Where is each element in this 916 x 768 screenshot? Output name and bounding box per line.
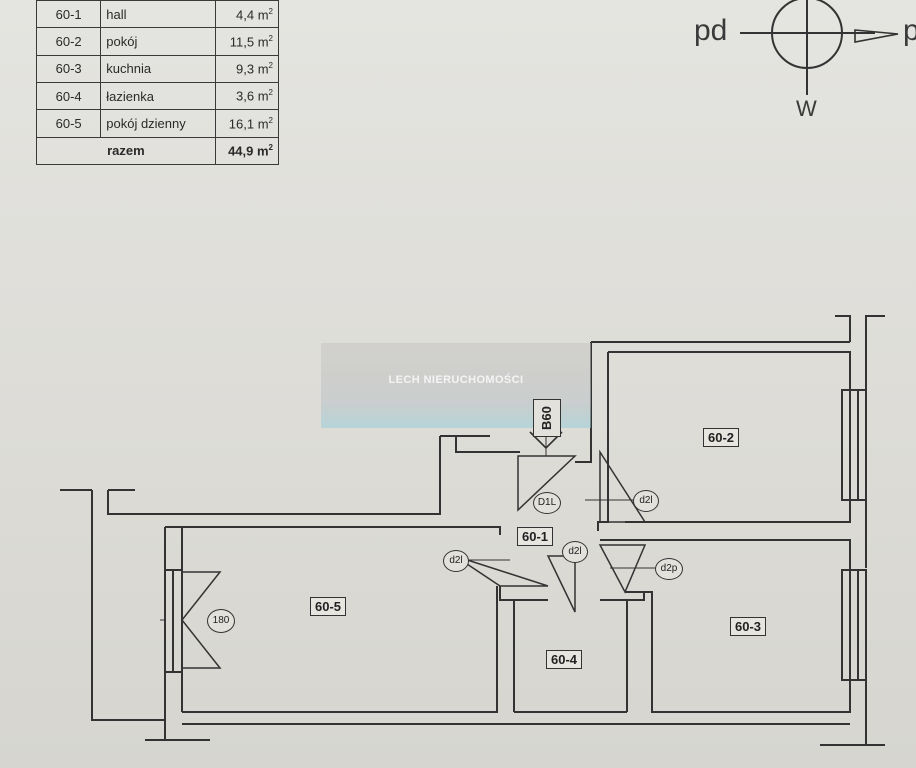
room-area: 11,5 m2 — [214, 27, 280, 56]
door-tag-d2p: d2p — [655, 558, 683, 580]
wall-r2-left-outer — [575, 342, 592, 463]
room-area: 9,3 m2 — [214, 54, 280, 83]
area-table: 60-1 hall 4,4 m2 60-2 pokój 11,5 m2 60-3… — [35, 0, 280, 166]
wall-bath-sides — [513, 600, 628, 712]
total-area: 44,9 m2 — [214, 136, 280, 166]
wall-living-bottom-inner — [182, 586, 498, 713]
compass-label-p: p — [903, 14, 916, 47]
table-row: 60-1 hall 4,4 m2 — [35, 0, 280, 29]
table-row: 60-4 łazienka 3,6 m2 — [35, 81, 280, 111]
wall-hall-top — [455, 436, 520, 453]
room-code: 60-1 — [35, 0, 102, 29]
wall-r3 — [600, 539, 851, 713]
compass-label-w: W — [796, 96, 817, 121]
total-label: razem — [36, 136, 216, 166]
stair-arrow — [529, 431, 563, 450]
table-row: 60-5 pokój dzienny 16,1 m2 — [35, 109, 280, 138]
stair-code-tag: B60 — [533, 399, 561, 437]
door-swing-r2 — [599, 449, 647, 523]
compass-arrow — [854, 29, 899, 43]
wall-living-top-outer — [107, 436, 441, 515]
room-label-r2: 60-2 — [703, 428, 740, 447]
door-tag-balcony: 180 — [207, 609, 235, 633]
table-total-row: razem 44,9 m2 — [36, 136, 280, 166]
room-label-r3: 60-3 — [730, 617, 767, 636]
door-tag-d1l: D1L — [533, 492, 561, 514]
compass-label-pd: pd — [694, 14, 728, 47]
wall-balcony — [91, 490, 165, 721]
wall-bath-top-right — [600, 592, 645, 601]
table-row: 60-3 kuchnia 9,3 m2 — [35, 54, 280, 83]
room-area: 4,4 m2 — [214, 0, 280, 29]
room-name: pokój — [100, 27, 216, 56]
door-tag-d2l-bath: d2l — [562, 541, 588, 563]
wall-bath-top-left — [499, 586, 548, 601]
room-area: 3,6 m2 — [214, 81, 280, 111]
room-area: 16,1 m2 — [214, 109, 280, 138]
room-name: kuchnia — [100, 54, 216, 83]
door-tag-d2l-r2: d2l — [633, 490, 659, 512]
room-label-r5: 60-5 — [310, 597, 347, 616]
table-row: 60-2 pokój 11,5 m2 — [35, 27, 280, 56]
wall-living-left-upper — [164, 527, 183, 570]
stair-code: B60 — [539, 406, 554, 430]
room-code: 60-4 — [35, 81, 102, 111]
watermark-text: LECH NIERUCHOMOŚCI — [388, 374, 524, 386]
room-label-r1: 60-1 — [517, 527, 554, 546]
room-code: 60-3 — [35, 54, 102, 83]
wall-living-left-lower — [164, 672, 183, 740]
window-r2 — [841, 389, 867, 501]
door-swing-bath — [546, 555, 576, 613]
wall-bottom-stubs — [145, 739, 885, 746]
room-label-r4: 60-4 — [546, 650, 583, 669]
wall-r2-top-right-stubs — [835, 315, 885, 390]
door-swing-living — [454, 555, 549, 587]
window-r3 — [841, 569, 867, 681]
wall-living-inner-top — [182, 526, 501, 535]
door-tag-d2l-living: d2l — [443, 550, 469, 572]
door-swing-balcony — [181, 571, 222, 669]
